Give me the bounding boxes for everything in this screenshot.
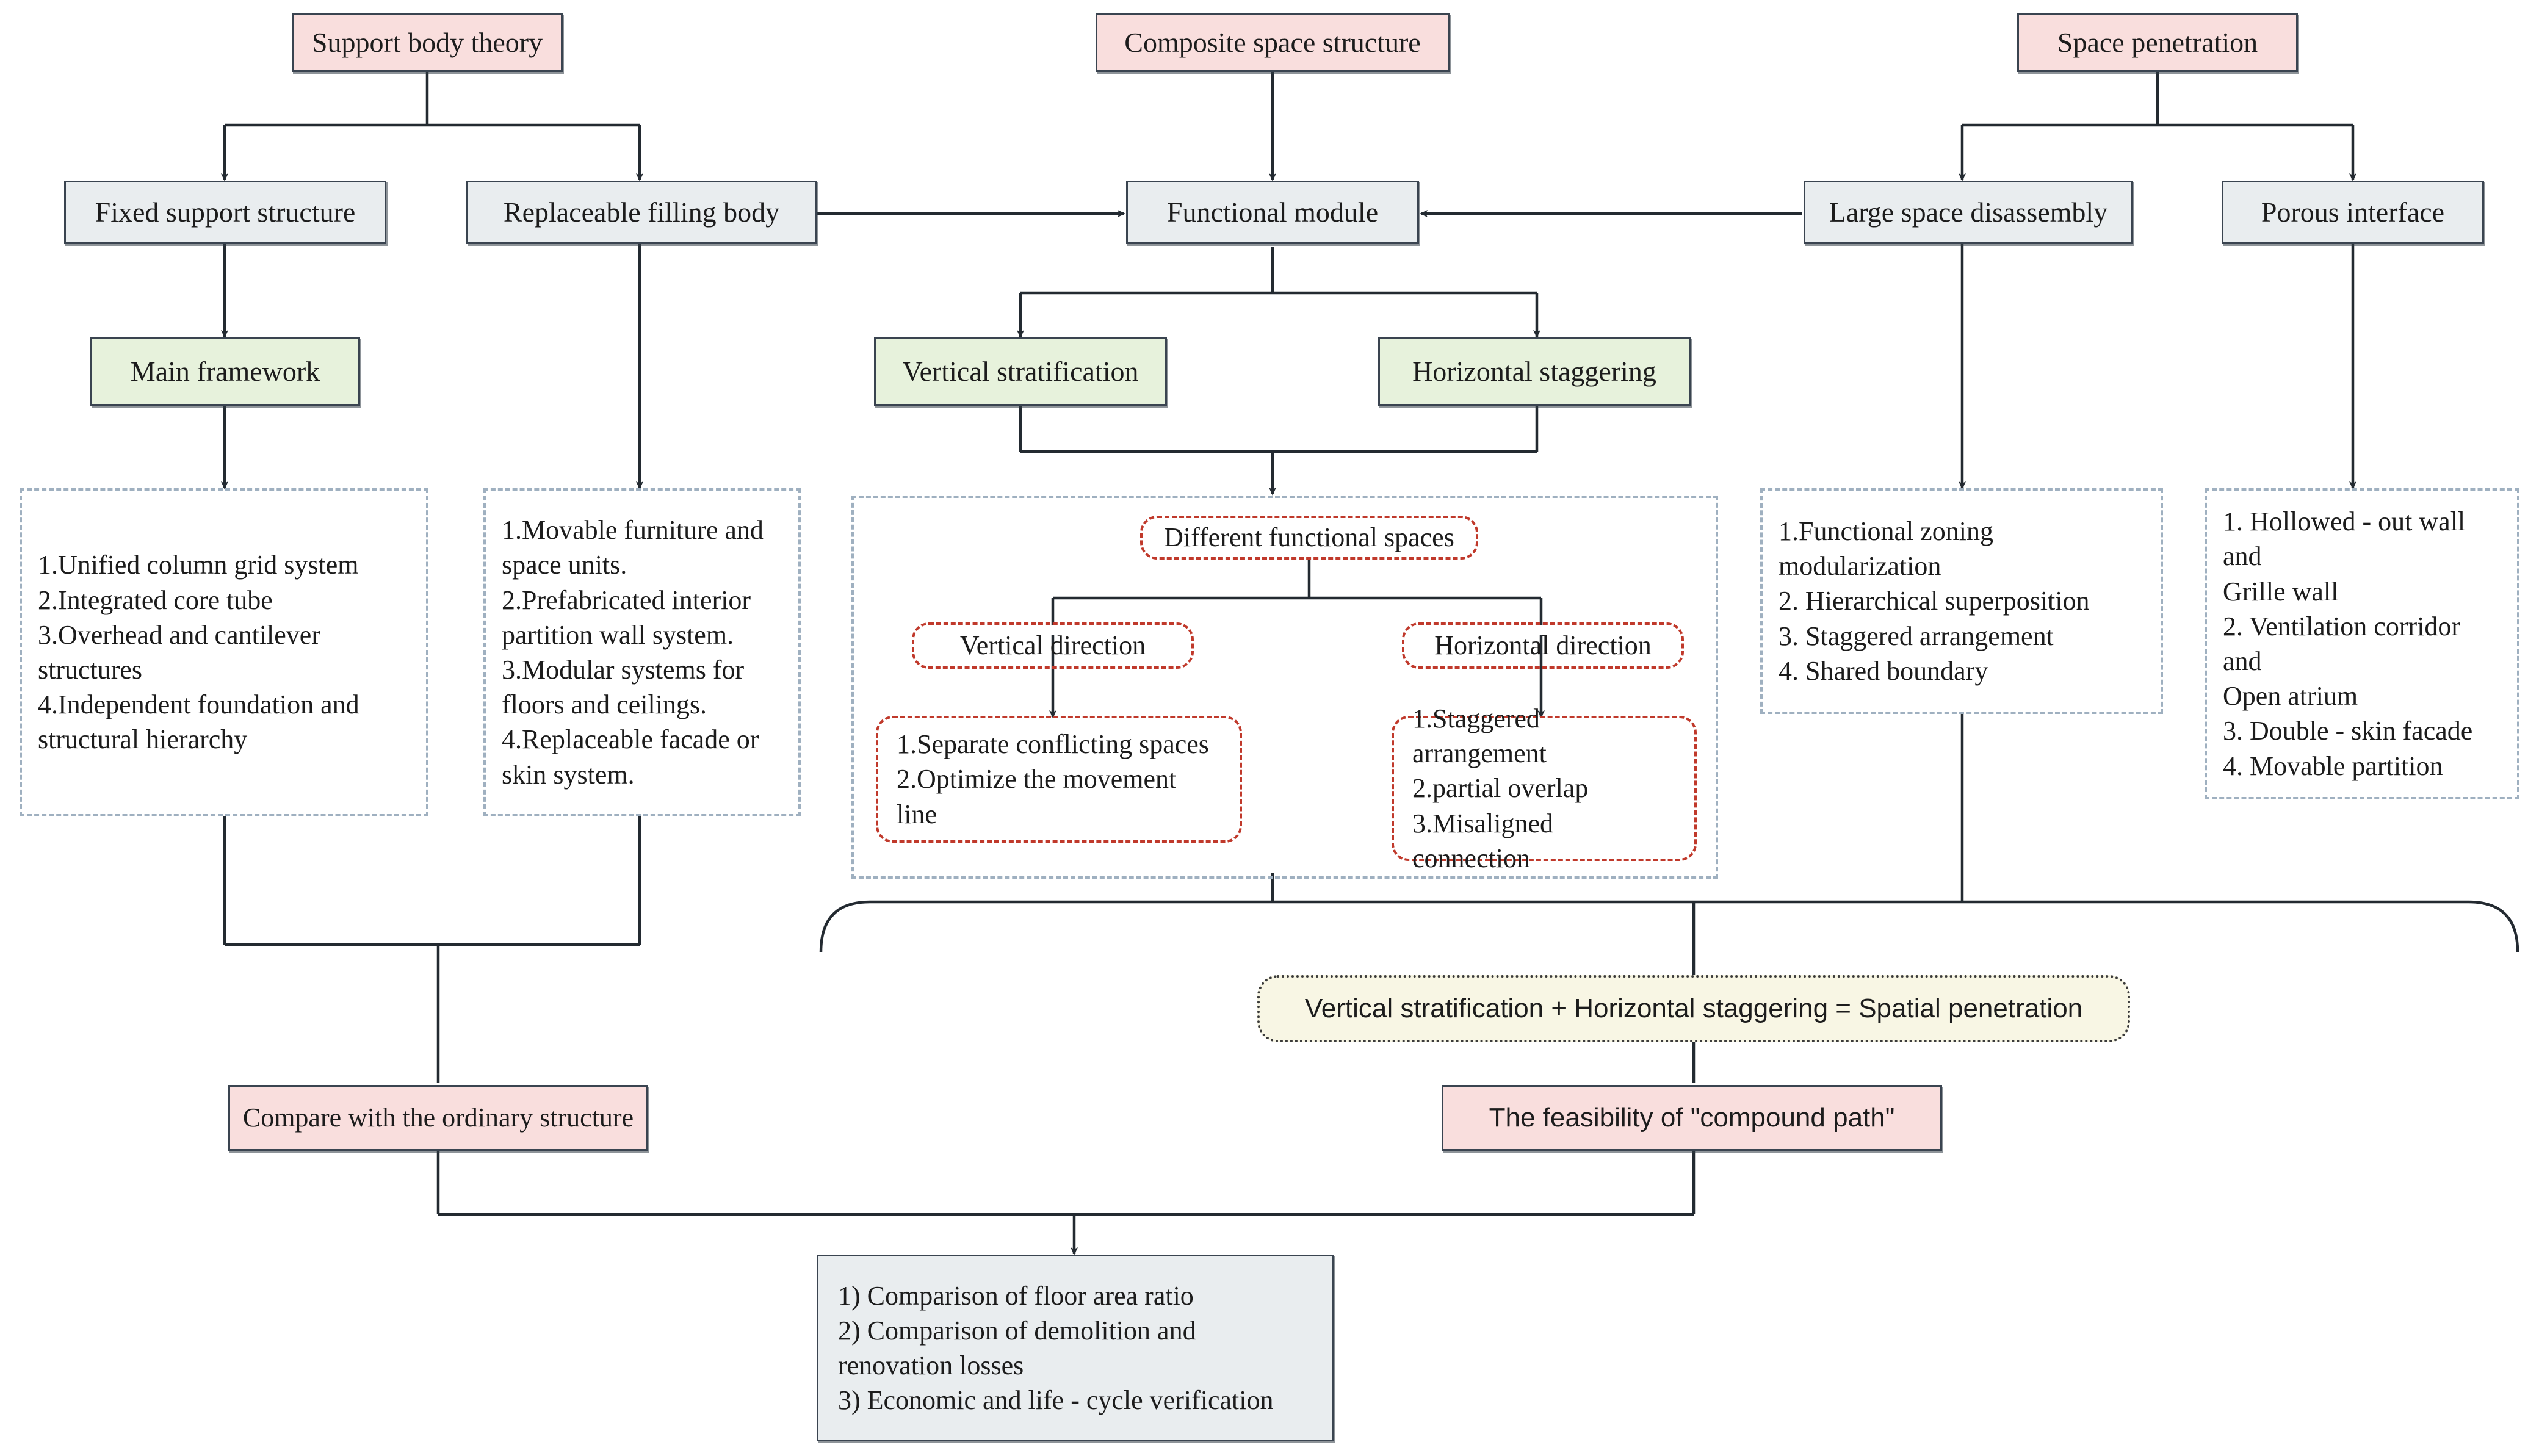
node-outcome-list: 1) Comparison of floor area ratio 2) Com… <box>817 1255 1334 1441</box>
list-fixed-support-text: 1.Unified column grid system 2.Integrate… <box>38 550 359 755</box>
pill-horizontal-direction[interactable]: Horizontal direction <box>1402 622 1684 669</box>
list-large-space-text: 1.Functional zoning modularization 2. Hi… <box>1779 516 2090 686</box>
node-support-body-theory[interactable]: Support body theory <box>292 13 563 72</box>
node-replaceable-filling-body[interactable]: Replaceable filling body <box>466 181 817 244</box>
group-different-functional-spaces <box>851 496 1718 879</box>
node-compare-ordinary-structure[interactable]: Compare with the ordinary structure <box>228 1085 648 1151</box>
node-space-penetration[interactable]: Space penetration <box>2017 13 2298 72</box>
node-fixed-support-structure[interactable]: Fixed support structure <box>64 181 386 244</box>
list-replaceable-filling-attributes: 1.Movable furniture and space units. 2.P… <box>483 488 801 816</box>
node-composite-space-structure[interactable]: Composite space structure <box>1096 13 1450 72</box>
list-fixed-support-attributes: 1.Unified column grid system 2.Integrate… <box>20 488 428 816</box>
node-equation-summary[interactable]: Vertical stratification + Horizontal sta… <box>1257 975 2130 1042</box>
outcome-list-text: 1) Comparison of floor area ratio 2) Com… <box>838 1280 1274 1416</box>
list-large-space-items: 1.Functional zoning modularization 2. Hi… <box>1760 488 2163 714</box>
node-main-framework[interactable]: Main framework <box>90 337 360 406</box>
pill-different-functional-spaces[interactable]: Different functional spaces <box>1140 516 1478 560</box>
list-vertical-direction-text: 1.Separate conflicting spaces 2.Optimize… <box>897 729 1209 829</box>
list-vertical-direction-items: 1.Separate conflicting spaces 2.Optimize… <box>876 716 1242 843</box>
list-horizontal-direction-text: 1.Staggered arrangement 2.partial overla… <box>1412 704 1589 873</box>
node-feasibility-compound-path[interactable]: The feasibility of "compound path" <box>1442 1085 1942 1151</box>
list-replaceable-filling-text: 1.Movable furniture and space units. 2.P… <box>502 515 764 790</box>
node-functional-module[interactable]: Functional module <box>1126 181 1419 244</box>
list-horizontal-direction-items: 1.Staggered arrangement 2.partial overla… <box>1392 704 1697 873</box>
list-porous-interface-items: 1. Hollowed - out wall and Grille wall 2… <box>2205 488 2519 799</box>
list-porous-interface-text: 1. Hollowed - out wall and Grille wall 2… <box>2223 506 2473 781</box>
node-large-space-disassembly[interactable]: Large space disassembly <box>1804 181 2133 244</box>
pill-vertical-direction[interactable]: Vertical direction <box>912 622 1194 669</box>
node-horizontal-staggering[interactable]: Horizontal staggering <box>1378 337 1691 406</box>
node-porous-interface[interactable]: Porous interface <box>2222 181 2484 244</box>
node-vertical-stratification[interactable]: Vertical stratification <box>874 337 1167 406</box>
